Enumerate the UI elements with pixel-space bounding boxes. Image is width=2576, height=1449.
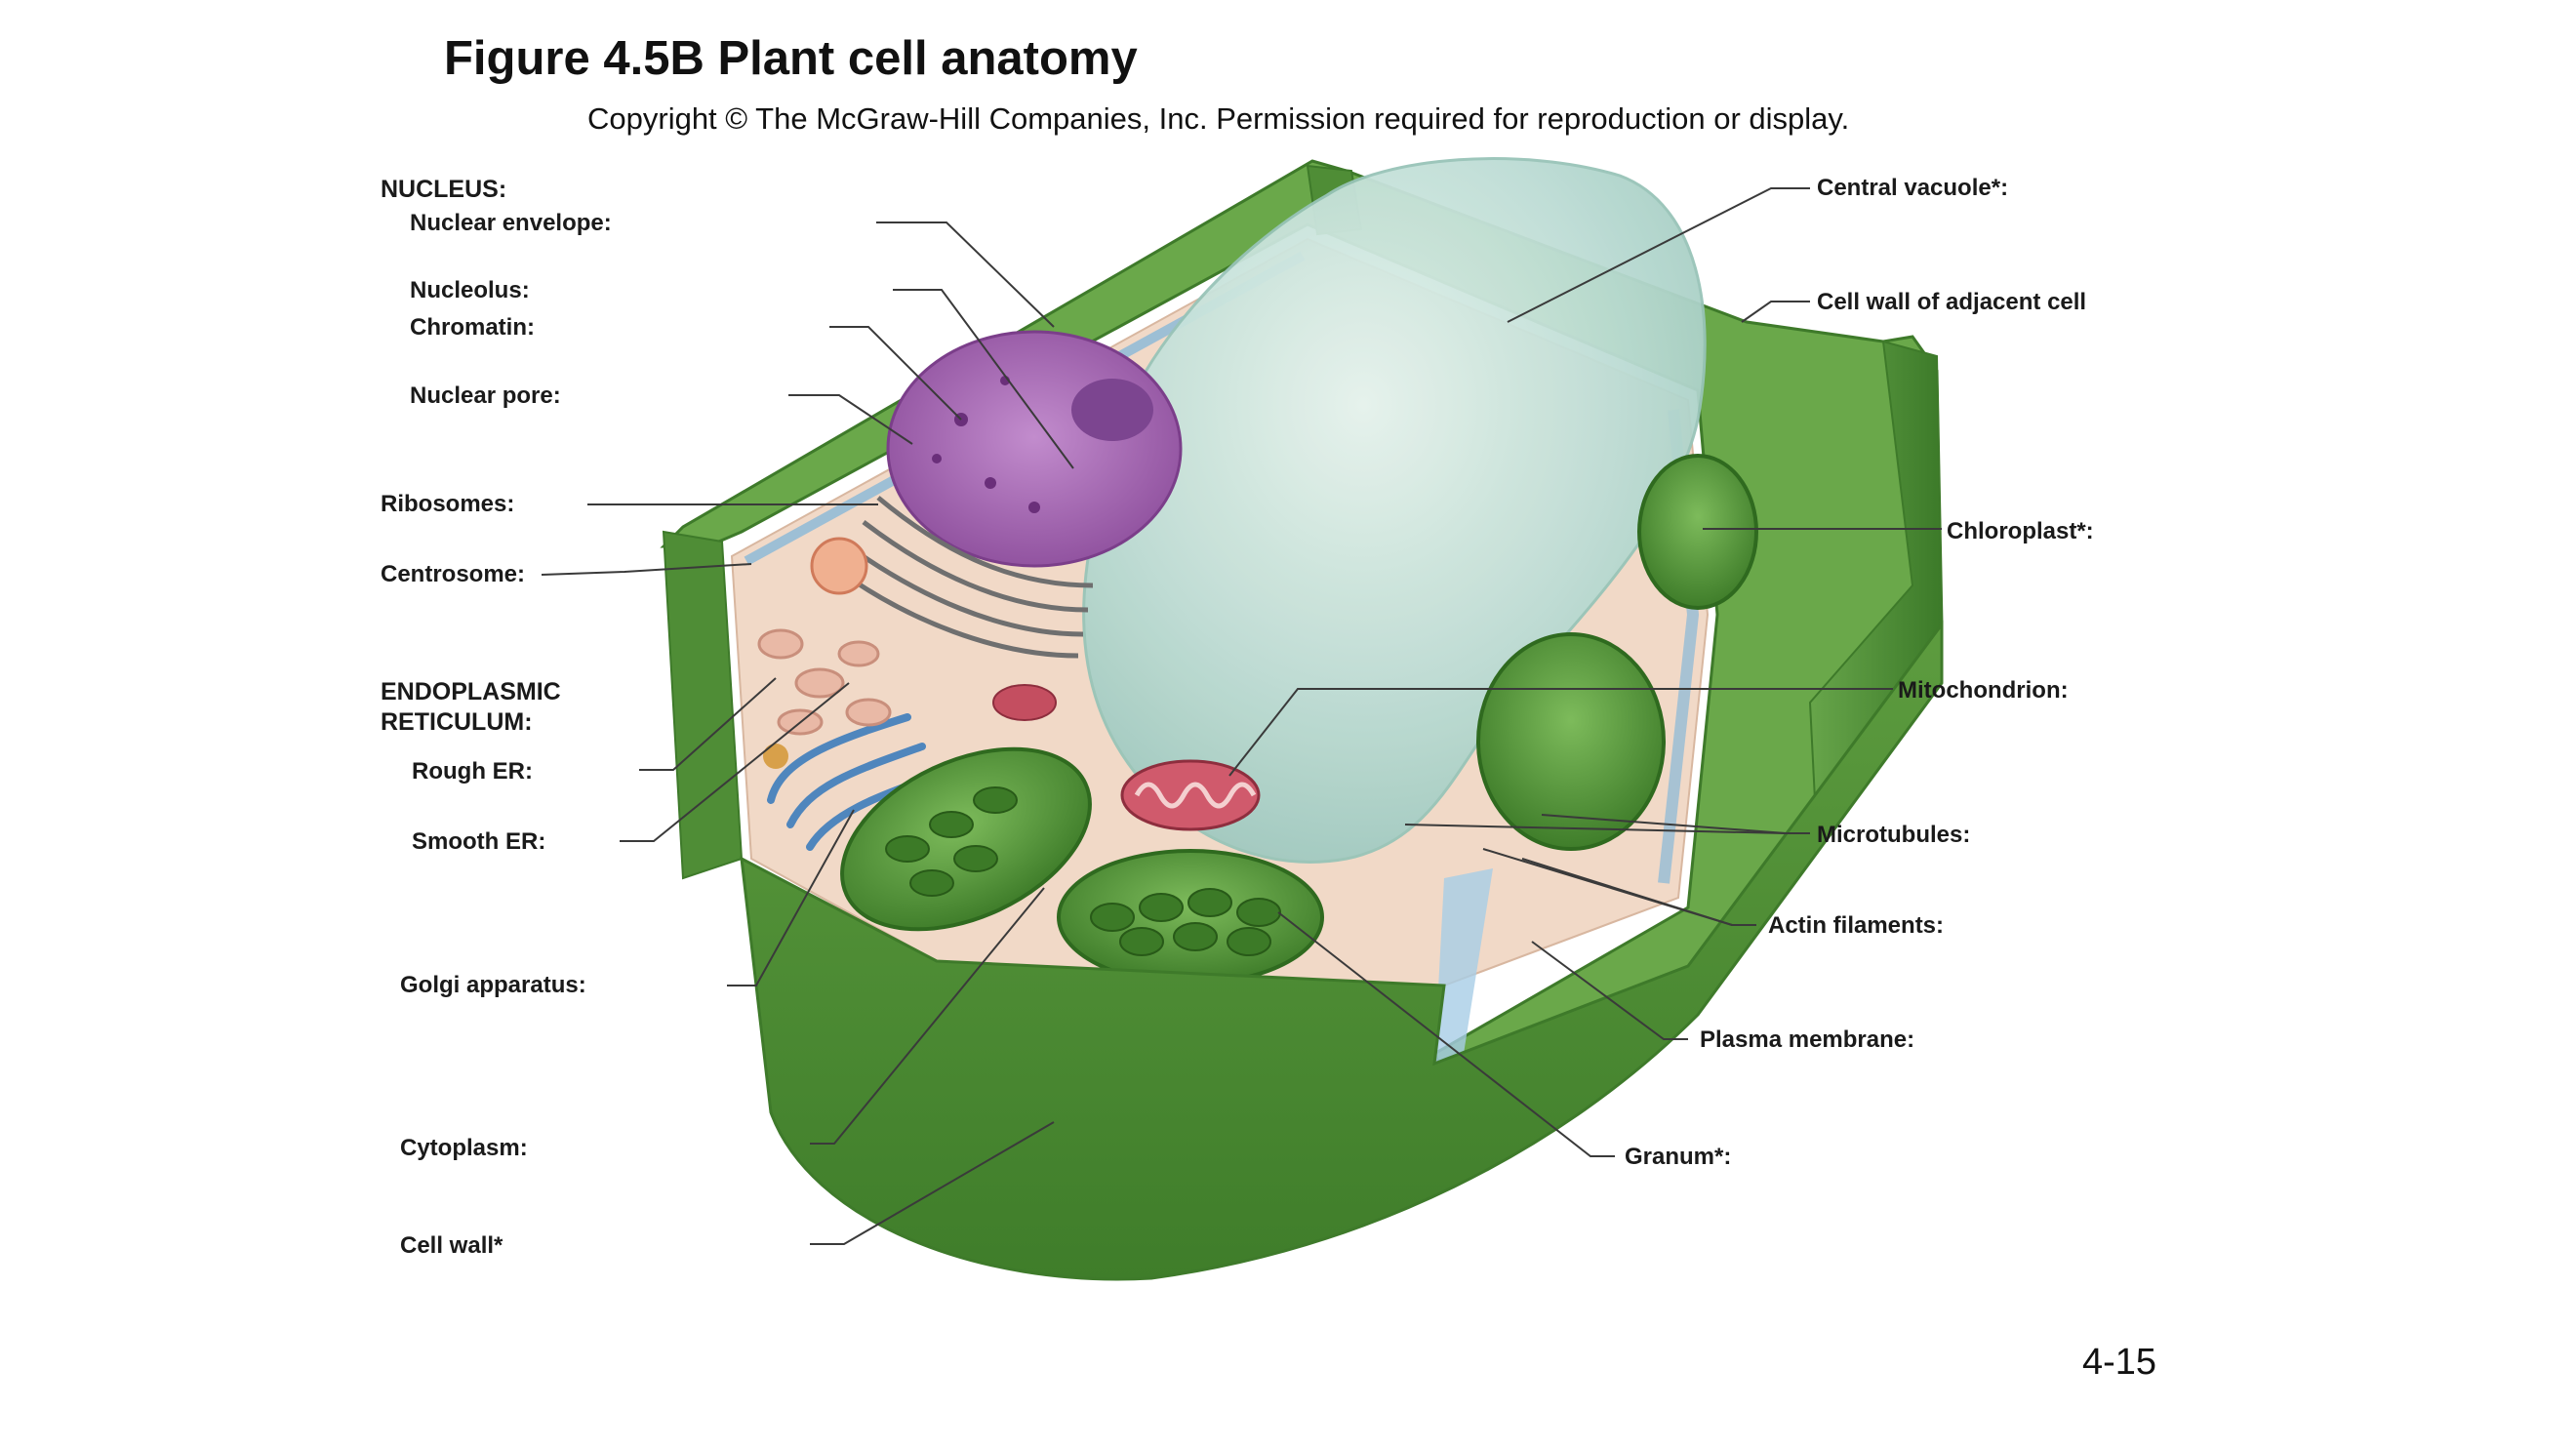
- label-nucleolus: Nucleolus:: [410, 277, 530, 303]
- copyright-notice: Copyright © The McGraw-Hill Companies, I…: [587, 101, 1850, 136]
- label-er-group-line2: RETICULUM:: [381, 708, 533, 736]
- label-chromatin: Chromatin:: [410, 314, 535, 341]
- leader-lines: [541, 187, 1942, 1245]
- label-mitochondrion: Mitochondrion:: [1898, 677, 2069, 704]
- label-rough-er: Rough ER:: [412, 758, 533, 785]
- label-nuclear-pore: Nuclear pore:: [410, 382, 561, 409]
- label-plasma-membrane: Plasma membrane:: [1700, 1026, 1915, 1053]
- vesicle-shape: [763, 744, 788, 769]
- label-smooth-er: Smooth ER:: [412, 828, 546, 855]
- label-er-group-line1: ENDOPLASMIC: [381, 678, 561, 705]
- label-cytoplasm: Cytoplasm:: [400, 1135, 528, 1161]
- label-ribosomes: Ribosomes:: [381, 491, 515, 517]
- label-cell-wall-adjacent: Cell wall of adjacent cell: [1817, 289, 2087, 315]
- label-nucleus-group: NUCLEUS:: [381, 176, 507, 203]
- centrosome-shape: [810, 537, 868, 595]
- label-golgi-apparatus: Golgi apparatus:: [400, 972, 586, 998]
- label-nuclear-envelope: Nuclear envelope:: [410, 210, 612, 236]
- label-centrosome: Centrosome:: [381, 561, 526, 587]
- label-cell-wall: Cell wall*: [400, 1232, 503, 1259]
- label-microtubules: Microtubules:: [1817, 822, 1971, 848]
- label-granum: Granum*:: [1625, 1144, 1732, 1170]
- label-chloroplast: Chloroplast*:: [1947, 518, 2094, 544]
- rough-er: [837, 496, 1094, 659]
- label-actin-filaments: Actin filaments:: [1768, 912, 1945, 939]
- label-central-vacuole: Central vacuole*:: [1817, 175, 2009, 201]
- figure-title: Figure 4.5B Plant cell anatomy: [444, 32, 1138, 85]
- nucleus: [886, 330, 1183, 568]
- page-number: 4-15: [2082, 1342, 2157, 1383]
- mitochondrion: [992, 684, 1261, 831]
- cell-wall-front: [740, 620, 1944, 1281]
